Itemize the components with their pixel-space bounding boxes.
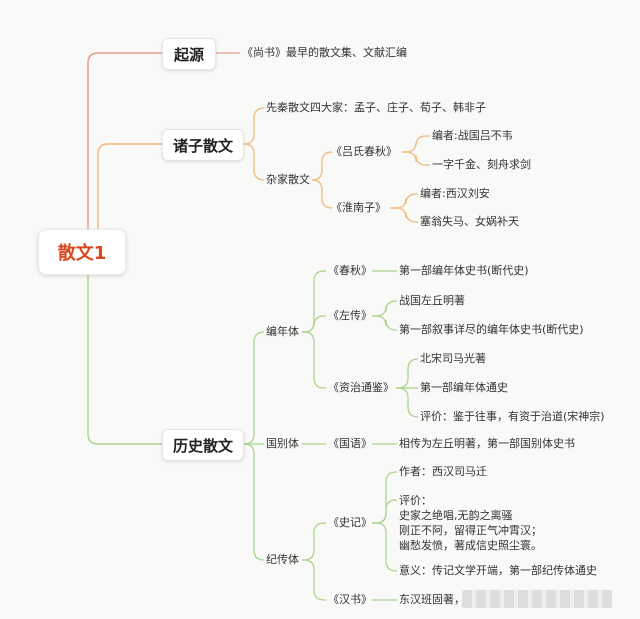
origin-label: 起源 [173,45,204,64]
zuozhuan-connector-1 [372,315,397,331]
biannian-connector-1 [302,315,326,333]
guobie-node: 国别体 [266,437,299,450]
zizhi-connector-0 [396,358,419,389]
huainan-editor: 编者:西汉刘安 [420,187,490,200]
lushi-connector-0 [402,135,430,153]
huainan-connector-0 [390,193,418,209]
guoyu-node: 《国语》 [328,437,372,450]
zizhi-node: 《资治通鉴》 [328,381,394,394]
chunqiu-desc: 第一部编年体史书(断代史) [399,264,529,277]
jizhuan-connector-1 [302,559,326,601]
zajia-node: 杂家散文 [266,173,310,186]
origin-desc: 《尚书》最早的散文集、文献汇编 [242,46,407,59]
history-node[interactable]: 历史散文 [162,429,244,461]
lushi-idiom: 一字千金、刻舟求剑 [432,158,531,171]
zuozhuan-desc: 第一部叙事详尽的编年体史书(断代史) [399,323,584,336]
huainan-node: 《淮南子》 [331,201,386,214]
jizhuan-node: 纪传体 [266,553,299,566]
root-node[interactable]: 散文1 [38,229,126,275]
lushi-node: 《吕氏春秋》 [331,145,397,158]
shiji-node: 《史记》 [328,516,372,529]
lushi-connector-1 [402,151,430,166]
zhuzi-connector-0 [242,107,265,145]
zhuzi-label: 诸子散文 [172,136,233,155]
guoyu-desc: 相传为左丘明著，第一部国别体史书 [399,437,575,450]
lushi-editor: 编者:战国吕不韦 [432,129,513,142]
zhuzi-node[interactable]: 诸子散文 [162,129,244,161]
root-connector-history-0 [77,250,162,445]
history-label: 历史散文 [172,436,233,455]
zuozhuan-connector-0 [372,300,397,317]
zhuzi-connector-1 [242,143,265,181]
origin-node[interactable]: 起源 [162,38,216,70]
shiji-connector-2 [372,522,397,572]
zuozhuan-node: 《左传》 [328,309,372,322]
shiji-eval: 评价： 史家之绝唱,无韵之离骚 刚正不阿，留得正气冲霄汉； 幽愁发愤，著成信史照… [399,494,542,552]
huainan-connector-1 [390,207,418,223]
huainan-idiom: 塞翁失马、女娲补天 [420,215,519,228]
hanshu-desc: 东汉班固著， [399,593,465,606]
root-connector-origin-0 [77,52,162,252]
shiji-meaning: 意义：传记文学开端，第一部纪传体通史 [399,564,597,577]
zizhi-eval: 评价：鉴于往事，有资于治道(宋神宗) [420,410,605,423]
hanshu-node: 《汉书》 [328,593,372,606]
shiji-connector-0 [372,471,397,524]
chunqiu-node: 《春秋》 [328,264,372,277]
zuozhuan-author: 战国左丘明著 [399,294,465,307]
zizhi-desc: 第一部编年体通史 [420,381,508,394]
root-label: 散文1 [57,243,107,264]
biannian-connector-2 [302,331,326,389]
zajia-connector-0 [311,151,333,181]
jizhuan-connector-0 [302,522,326,561]
zajia-connector-1 [311,179,333,209]
biannian-node: 编年体 [266,325,299,338]
blurred-region [462,590,612,608]
shiji-connector-1 [372,499,397,524]
zizhi-connector-2 [396,387,419,418]
history-connector-2 [242,443,265,561]
pre-qin-masters: 先秦散文四大家：孟子、庄子、荀子、韩非子 [266,101,486,114]
history-connector-0 [242,331,265,445]
shiji-author: 作者：西汉司马迁 [399,465,487,478]
zizhi-author: 北宋司马光著 [420,352,486,365]
